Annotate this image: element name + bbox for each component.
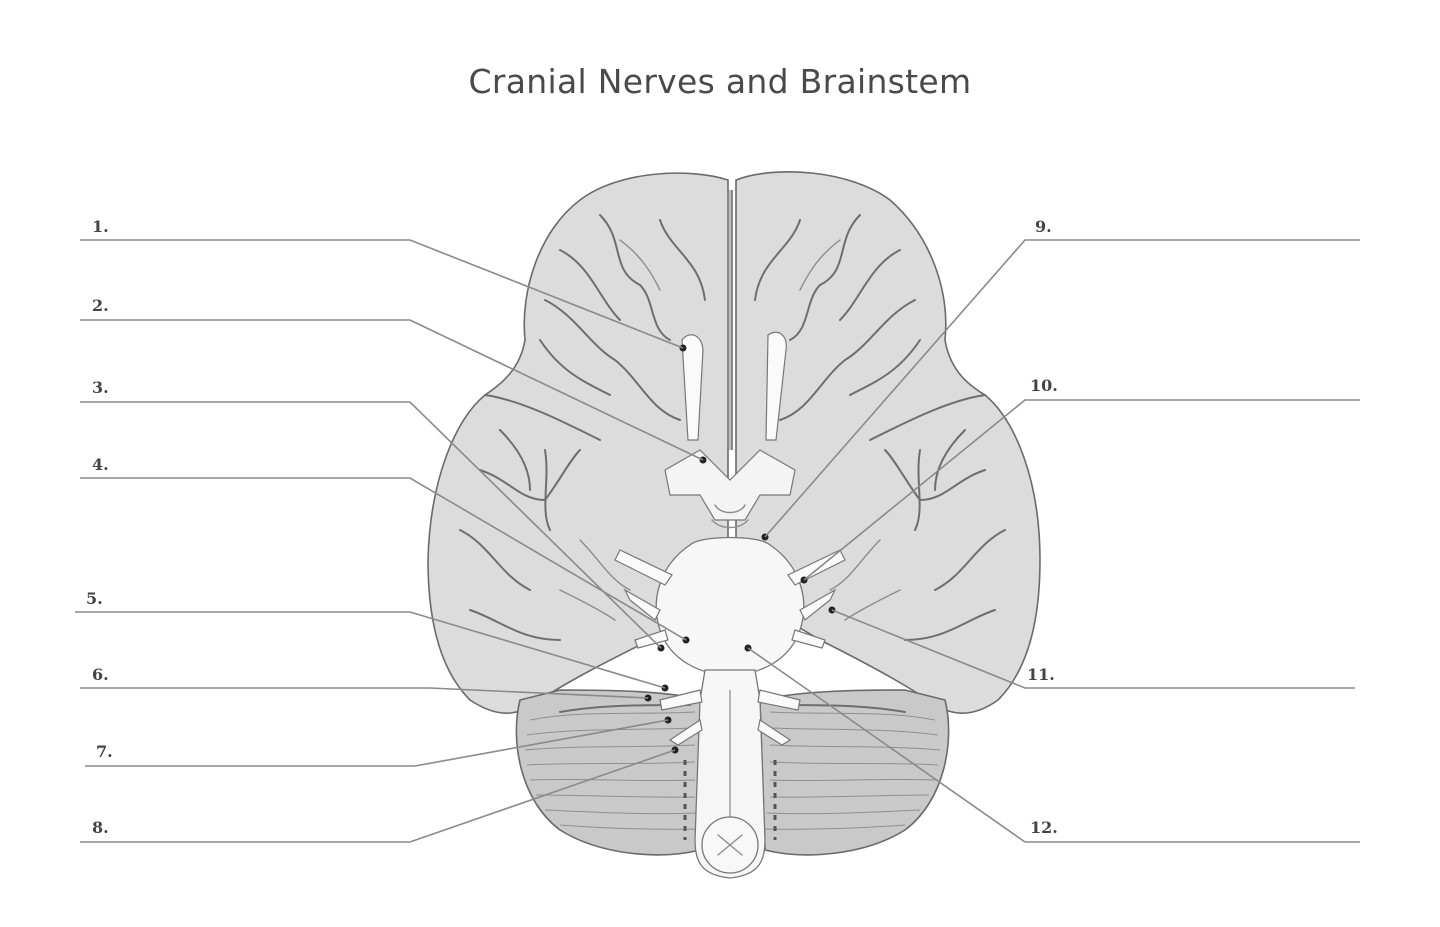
label-1: 1.: [92, 217, 109, 236]
cerebellum-right: [759, 689, 950, 856]
olfactory-tract-left: [681, 334, 704, 441]
label-2: 2.: [92, 296, 109, 315]
label-6: 6.: [92, 665, 109, 684]
label-10: 10.: [1030, 376, 1058, 395]
label-9: 9.: [1035, 217, 1052, 236]
diagram-title: Cranial Nerves and Brainstem: [468, 62, 972, 101]
label-5: 5.: [86, 589, 103, 608]
olfactory-tract-right: [765, 331, 787, 441]
label-7: 7.: [96, 742, 113, 761]
label-3: 3.: [92, 378, 109, 397]
label-numbers: 1. 2. 3. 4. 5. 6. 7. 8. 9. 10. 11. 12.: [86, 217, 1058, 837]
cerebellar-folia: [524, 704, 941, 830]
label-4: 4.: [92, 455, 109, 474]
optic-chiasm: [664, 449, 796, 521]
pons: [655, 536, 805, 676]
brain-illustration: [427, 171, 1041, 879]
label-11: 11.: [1027, 665, 1055, 684]
right-gyri: [754, 214, 1006, 641]
rootlets: [659, 689, 801, 840]
label-12: 12.: [1030, 818, 1058, 837]
label-8: 8.: [92, 818, 109, 837]
left-gyri: [459, 214, 706, 641]
leader-lines: [75, 239, 1360, 843]
